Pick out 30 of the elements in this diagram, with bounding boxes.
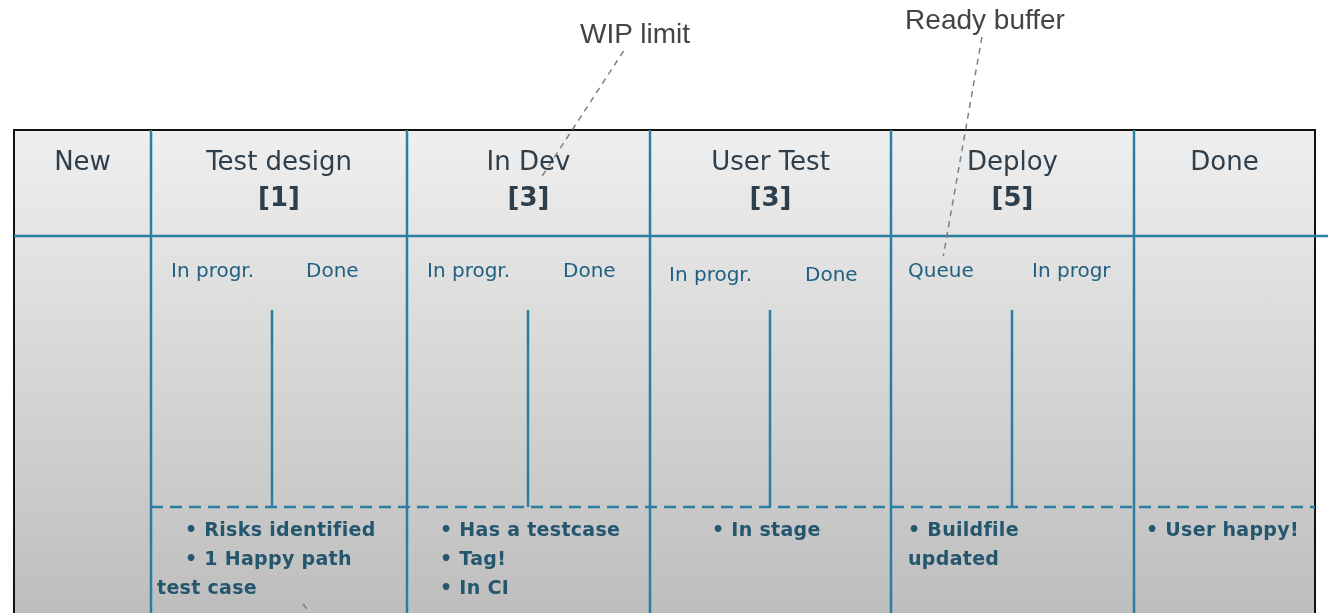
criteria-item: • Buildfile updated xyxy=(908,517,1020,571)
criteria-item: • In stage xyxy=(712,517,822,542)
subcolumn-label: In progr. xyxy=(427,258,511,282)
criteria-item: • In CI xyxy=(440,575,511,600)
criteria-item: • Has a testcase xyxy=(440,517,622,542)
wip-limit-number: [5] xyxy=(991,182,1034,212)
leader-line xyxy=(302,603,311,613)
subcolumn-label: Done xyxy=(563,258,616,282)
column-title: Test design xyxy=(206,146,352,176)
column-title: New xyxy=(54,146,111,176)
column-title: Done xyxy=(1190,146,1259,176)
subcolumn-label: Done xyxy=(805,262,858,286)
wip-limit-number: [3] xyxy=(507,182,550,212)
criteria-item: • Risks identified xyxy=(184,517,377,542)
column-title: User Test xyxy=(711,146,830,176)
subcolumn-label: Done xyxy=(306,258,359,282)
column-title: Deploy xyxy=(966,146,1058,176)
callout-text: Ready buffer xyxy=(905,4,1065,35)
subcolumn-label: In progr. xyxy=(171,258,255,282)
subcolumn-label: In progr. xyxy=(669,262,753,286)
callout-text: WIP limit xyxy=(580,18,690,49)
wip-limit-number: [3] xyxy=(749,182,792,212)
leader-line xyxy=(942,36,983,257)
criteria-item: • 1 Happy path test case xyxy=(157,546,353,600)
subcolumn-label: In progr xyxy=(1032,258,1111,282)
column-title: In Dev xyxy=(486,146,571,176)
criteria-item: • User happy! xyxy=(1146,517,1300,542)
criteria-item: • Tag! xyxy=(440,546,508,571)
wip-limit-number: [1] xyxy=(258,182,300,212)
subcolumn-title: Queue xyxy=(908,258,974,282)
